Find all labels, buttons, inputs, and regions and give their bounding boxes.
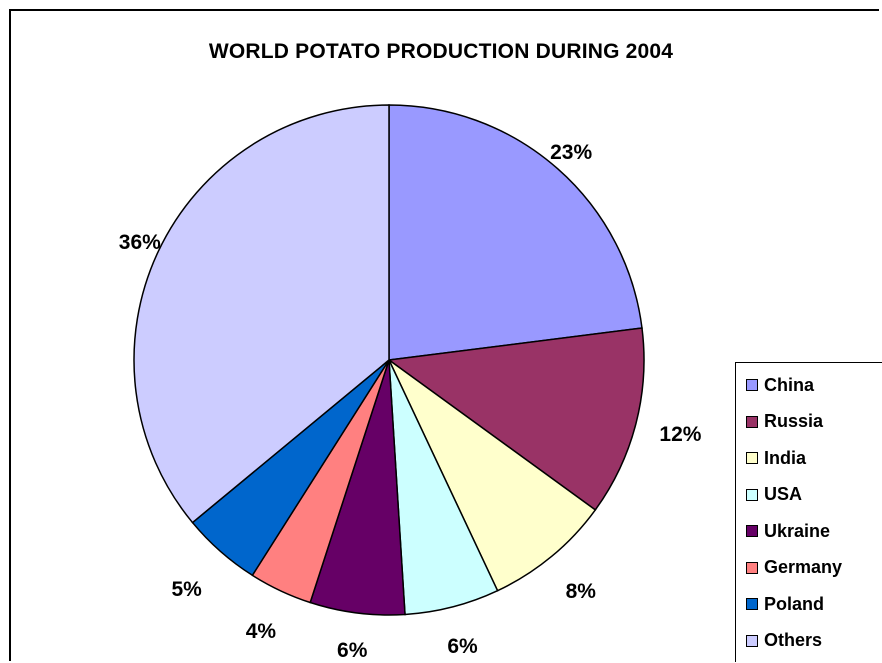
data-label-india: 8% [565, 579, 596, 603]
pie-slice-india [388, 359, 597, 592]
legend-label: Germany [764, 557, 843, 578]
data-label-others: 36% [118, 230, 161, 254]
legend-item-germany: Germany [736, 550, 882, 587]
legend-swatch [746, 415, 758, 428]
legend-swatch [746, 379, 758, 392]
data-label-ukraine: 6% [337, 638, 368, 662]
legend-label: USA [764, 484, 803, 505]
legend-swatch [746, 561, 758, 574]
legend-item-usa: USA [736, 477, 882, 514]
data-label-poland: 5% [171, 577, 202, 601]
legend-swatch [746, 488, 758, 501]
chart-title: WORLD POTATO PRODUCTION DURING 2004 [208, 40, 674, 63]
legend-item-poland: Poland [736, 586, 882, 623]
legend-item-others: Others [736, 623, 882, 660]
pie-slice-others [133, 104, 390, 524]
pie-slice-china [388, 104, 643, 361]
data-label-usa: 6% [447, 634, 478, 658]
legend-label: Russia [764, 411, 824, 432]
legend-swatch [746, 452, 758, 465]
data-label-china: 23% [550, 141, 593, 165]
legend-item-ukraine: Ukraine [736, 513, 882, 550]
legend-swatch [746, 634, 758, 647]
legend-label: Others [764, 630, 823, 651]
legend-item-india: India [736, 440, 882, 477]
legend-label: India [764, 447, 807, 468]
legend-swatch [746, 598, 758, 611]
data-label-germany: 4% [245, 620, 277, 644]
data-label-russia: 12% [659, 422, 702, 446]
legend-item-russia: Russia [736, 404, 882, 441]
legend-label: Ukraine [764, 520, 831, 541]
pie-slice-russia [387, 327, 645, 511]
legend-label: China [764, 374, 815, 395]
legend-label: Poland [764, 593, 825, 614]
legend-swatch [746, 525, 758, 538]
legend-item-china: China [736, 367, 882, 404]
